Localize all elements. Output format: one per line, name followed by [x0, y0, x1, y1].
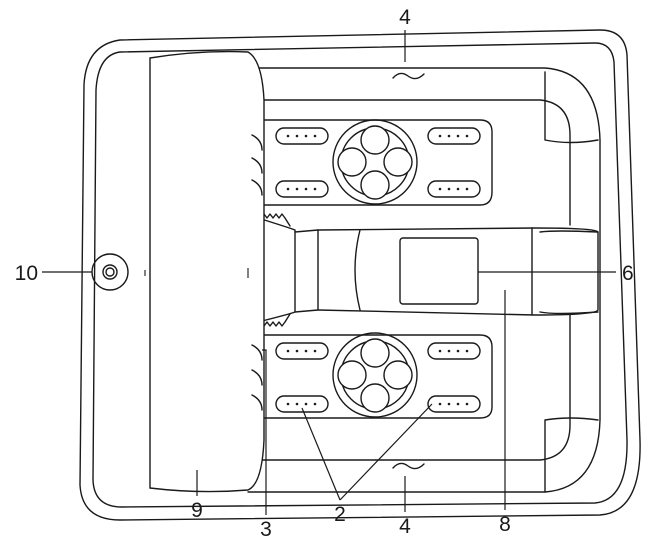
central-strap: [257, 213, 599, 327]
callout-3: 3: [260, 518, 272, 541]
callout-top-4: 4: [399, 6, 411, 29]
cover: [144, 50, 265, 493]
callout-9: 9: [191, 499, 203, 522]
callout-8: 8: [499, 513, 511, 536]
break-mark-bottom: [392, 462, 425, 470]
housing: [79, 29, 641, 521]
callout-10: 10: [15, 262, 38, 285]
leaders: [42, 30, 616, 515]
callout-2: 2: [334, 503, 346, 526]
lower-plate-dots: [286, 349, 469, 406]
callout-6: 6: [622, 262, 634, 285]
lower-plate: [254, 332, 493, 419]
upper-plate-dots: [286, 134, 469, 191]
upper-plate: [254, 119, 493, 206]
display-window: [399, 237, 479, 305]
callout-bottom-4: 4: [399, 515, 411, 538]
inner-recess: [247, 67, 601, 493]
break-mark-top: [392, 72, 425, 80]
side-button: [91, 253, 129, 291]
